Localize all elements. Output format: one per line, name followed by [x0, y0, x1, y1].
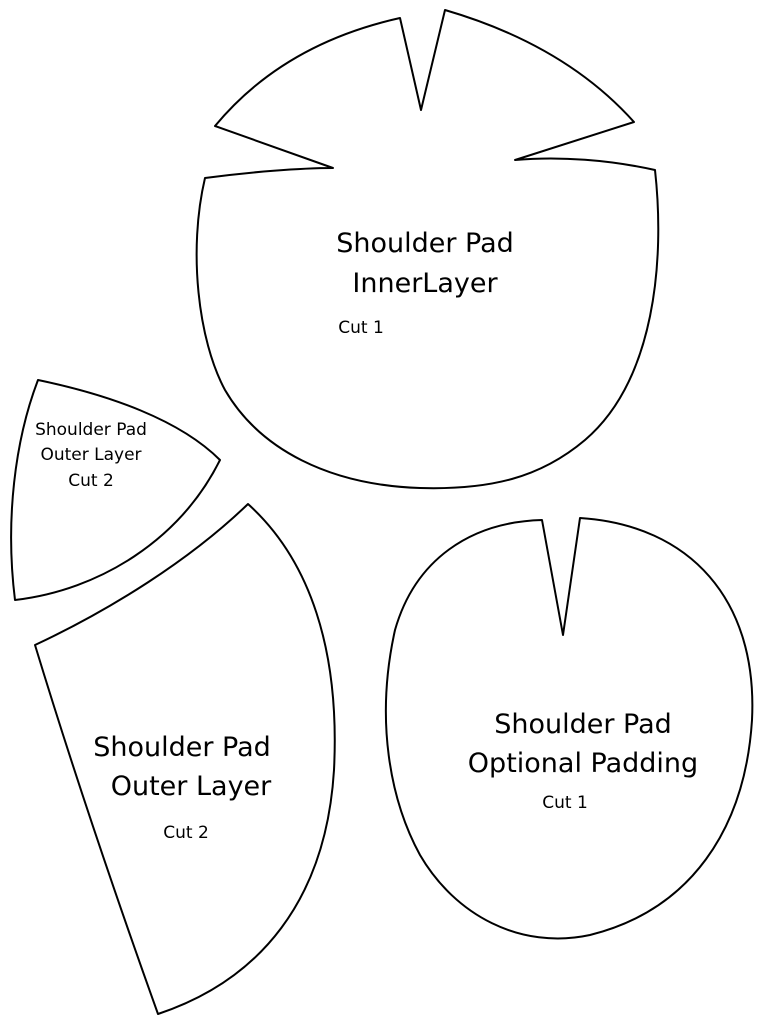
outer-layer-small-title-line1: Shoulder Pad — [35, 420, 147, 440]
inner-layer-title-line2: InnerLayer — [352, 268, 498, 299]
outer-layer-small-title-line2: Outer Layer — [40, 445, 141, 465]
optional-padding-cut-count: Cut 1 — [542, 793, 588, 813]
inner-layer-title-line1: Shoulder Pad — [336, 228, 514, 259]
outer-layer-large-title-line1: Shoulder Pad — [93, 732, 271, 763]
piece-inner-layer: Shoulder Pad InnerLayer Cut 1 — [195, 9, 660, 490]
inner-layer-cut-count: Cut 1 — [338, 318, 384, 338]
optional-padding-title-line2: Optional Padding — [468, 748, 698, 779]
inner-layer-outline — [195, 9, 660, 490]
outer-layer-large-cut-count: Cut 2 — [163, 823, 209, 843]
piece-outer-layer-small: Shoulder Pad Outer Layer Cut 2 — [10, 379, 221, 601]
outer-layer-large-outline — [34, 503, 336, 1015]
piece-optional-padding: Shoulder Pad Optional Padding Cut 1 — [384, 517, 754, 940]
piece-outer-layer-large: Shoulder Pad Outer Layer Cut 2 — [34, 503, 336, 1015]
outer-layer-small-outline — [10, 379, 221, 601]
optional-padding-title-line1: Shoulder Pad — [494, 709, 672, 740]
outer-layer-large-title-line2: Outer Layer — [111, 771, 272, 802]
optional-padding-outline — [384, 517, 754, 940]
outer-layer-small-cut-count: Cut 2 — [68, 471, 114, 491]
